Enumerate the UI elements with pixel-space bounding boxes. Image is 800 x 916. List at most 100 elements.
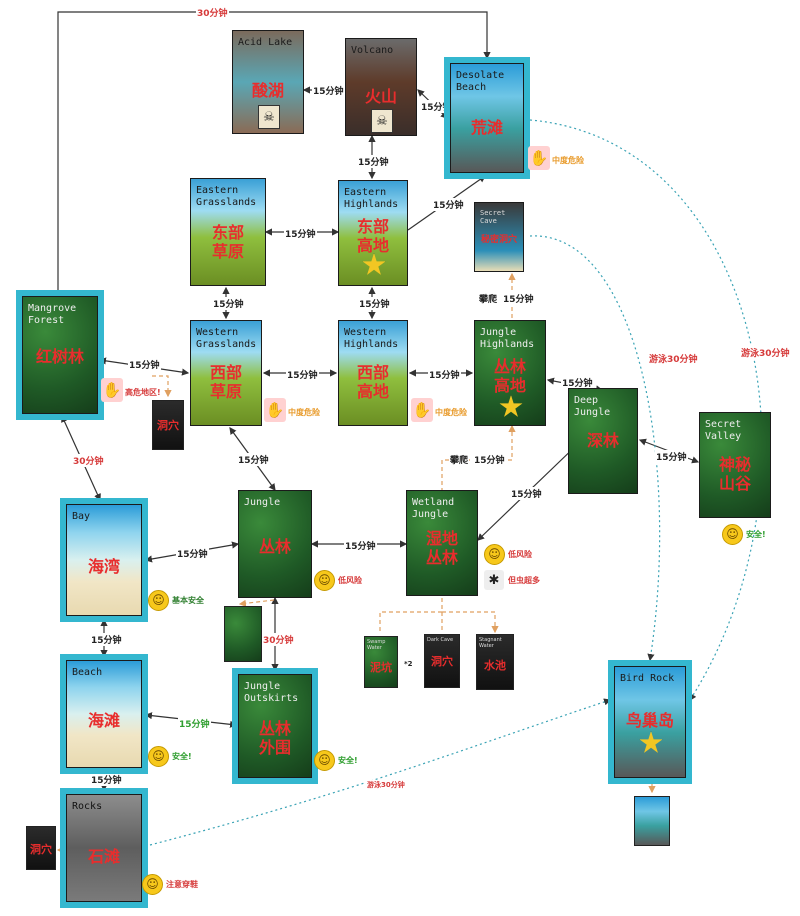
route-label-jungle-wetland: 15分钟 (344, 539, 377, 552)
location-eastern-grasslands[interactable]: Eastern Grasslands 东部 草原 (190, 178, 266, 286)
location-mangrove-forest[interactable]: Mangrove Forest 红树林 (16, 290, 104, 420)
route-label-swim2: 游泳30分钟 (740, 346, 791, 359)
location-name-cn: 深林 (586, 431, 619, 450)
note-mangrove: 高危地区! (125, 388, 161, 397)
note-rocks: 注意穿鞋 (166, 880, 198, 889)
smiley-icon: ☺ (314, 570, 335, 591)
route-label-swim3: 游泳30分钟 (366, 780, 406, 790)
location-desolate-beach[interactable]: Desolate Beach 荒滩 (444, 57, 530, 179)
location-name-en: Mangrove Forest (28, 303, 77, 326)
location-name-en: Volcano (351, 45, 394, 56)
danger-hand-icon: ✋ (528, 146, 550, 170)
location-jungle[interactable]: Jungle 丛林 (238, 490, 312, 598)
location-secret-valley[interactable]: Secret Valley 神秘 山谷 (699, 412, 771, 518)
location-name-en: Secret Valley (705, 419, 742, 442)
location-jungle-outskirts[interactable]: Jungle Outskirts 丛林 外围 (232, 668, 318, 784)
location-name-cn: 西部 高地 (356, 363, 389, 401)
sublocation-pond[interactable]: Stagnant Water 水池 (476, 634, 514, 690)
sublocation-mud[interactable]: Swamp Water 泥坑 (364, 636, 398, 688)
note-jungle: 低风险 (338, 576, 362, 585)
swim-desolate-bird (529, 119, 763, 702)
location-name-cn: 丛林 高地 (493, 357, 526, 395)
sublocation-name-cn: 洞穴 (431, 655, 453, 668)
sublocation-dark-cave[interactable]: Dark Cave 洞穴 (424, 634, 460, 688)
route-label-volcano-beach: 15分钟 (420, 100, 453, 113)
location-name-cn: 丛林 (258, 537, 291, 556)
route-mangrove-cave (152, 375, 172, 398)
route-label-beach-outskirts: 15分钟 (178, 717, 211, 730)
location-bay[interactable]: Bay 海湾 (60, 498, 148, 622)
location-name-en: Jungle Outskirts (244, 681, 299, 704)
location-rocks[interactable]: Rocks 石滩 (60, 788, 148, 908)
location-eastern-highlands[interactable]: Eastern Highlands 东部 高地 (338, 180, 408, 286)
location-name-en: Rocks (72, 801, 103, 812)
location-name-en: Beach (72, 667, 103, 678)
smiley-icon: ☺ (142, 874, 163, 895)
sublocation-cave-rocks[interactable]: 洞穴 (26, 826, 56, 870)
route-label-mangrove-bay: 30分钟 (72, 454, 105, 467)
location-name-en: Wetland Jungle (412, 497, 455, 520)
location-name-cn: 秘密洞穴 (480, 235, 517, 245)
route-label-climb2-time: 15分钟 (473, 453, 506, 466)
location-name-cn: 西部 草原 (209, 363, 242, 401)
route-label-x2: *2 (403, 660, 414, 668)
location-volcano[interactable]: Volcano 火山 ☠ (345, 38, 417, 136)
location-name-cn: 东部 草原 (211, 223, 244, 261)
location-jungle-highlands[interactable]: Jungle Highlands 丛林 高地 (474, 320, 546, 426)
swim-rocks-bird (149, 698, 612, 846)
location-name-en: Eastern Highlands (344, 187, 399, 210)
bug-icon: ✱ (484, 570, 504, 590)
route-label-mangrove-wgrass: 15分钟 (128, 358, 161, 371)
location-name-en: Eastern Grasslands (196, 185, 257, 208)
location-name-en: Secret Cave (480, 209, 506, 225)
smiley-icon: ☺ (484, 544, 505, 565)
route-label-beach-rocks: 15分钟 (90, 773, 123, 786)
danger-hand-icon: ✋ (411, 398, 433, 422)
location-western-highlands[interactable]: Western Highlands 西部 高地 (338, 320, 408, 426)
note-valley: 安全! (746, 530, 766, 539)
route-top (57, 11, 491, 292)
location-name-cn: 东部 高地 (356, 217, 389, 255)
star-icon (639, 731, 663, 753)
note-desolate: 中度危险 (552, 156, 584, 165)
location-name-en: Western Highlands (344, 327, 399, 350)
location-bird-rock[interactable]: Bird Rock 鸟巢岛 (608, 660, 692, 784)
route-label-swim1: 游泳30分钟 (648, 352, 699, 365)
location-name-cn: 鸟巢岛 (625, 711, 674, 730)
note-beach: 安全! (172, 752, 192, 761)
sublocation-name-cn: 洞穴 (157, 419, 179, 432)
route-label-jhigh-deep: 15分钟 (561, 376, 594, 389)
location-western-grasslands[interactable]: Western Grasslands 西部 草原 (190, 320, 262, 426)
sublocation-jungle-bush[interactable] (224, 606, 262, 662)
note-outskirts: 安全! (338, 756, 358, 765)
route-label-whigh-jhigh: 15分钟 (428, 368, 461, 381)
location-name-en: Deep Jungle (574, 395, 611, 418)
smiley-icon: ☺ (148, 590, 169, 611)
location-name-en: Jungle (244, 497, 281, 508)
location-acid-lake[interactable]: Acid Lake 酸湖 ☠ (232, 30, 304, 134)
route-label-top: 30分钟 (196, 6, 229, 19)
location-name-en: Jungle Highlands (480, 327, 535, 350)
route-label-highlands-beach: 15分钟 (432, 198, 465, 211)
smiley-icon: ☺ (722, 524, 743, 545)
danger-hand-icon: ✋ (101, 378, 123, 402)
location-wetland-jungle[interactable]: Wetland Jungle 湿地 丛林 (406, 490, 478, 596)
route-label-deep-valley: 15分钟 (655, 450, 688, 463)
route-label-volcano-highlands: 15分钟 (357, 155, 390, 168)
location-deep-jungle[interactable]: Deep Jungle 深林 (568, 388, 638, 494)
location-name-cn: 神秘 山谷 (718, 455, 751, 493)
route-wetland-sub (379, 598, 495, 632)
route-label-ehigh-whigh: 15分钟 (358, 297, 391, 310)
location-beach[interactable]: Beach 海滩 (60, 654, 148, 774)
route-jungle-sub (238, 599, 275, 607)
route-label-wgrass-whigh: 15分钟 (286, 368, 319, 381)
sublocation-bird-rock[interactable] (634, 796, 670, 846)
monster-token-icon: ☠ (371, 109, 393, 133)
sublocation-name-cn: 泥坑 (370, 661, 392, 674)
sublocation-cave-mangrove[interactable]: 洞穴 (152, 400, 184, 450)
location-secret-cave[interactable]: Secret Cave 秘密洞穴 (474, 202, 524, 272)
star-icon (362, 253, 386, 275)
note-wgrass: 中度危险 (288, 408, 320, 417)
route-label-egrass-wgrass: 15分钟 (212, 297, 245, 310)
